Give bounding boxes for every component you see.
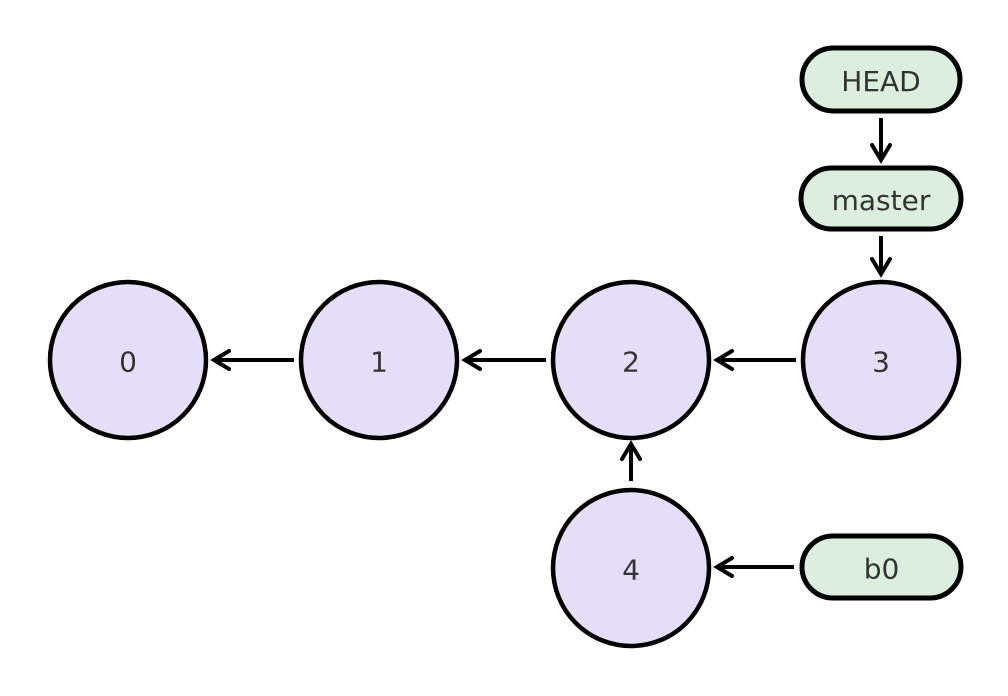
- commit-node-0: 0: [47, 279, 209, 441]
- commit-label: 4: [622, 554, 640, 587]
- commit-node-2: 2: [550, 279, 712, 441]
- commit-node-1: 1: [298, 279, 460, 441]
- commit-label: 0: [119, 346, 137, 379]
- commit-node-3: 3: [800, 279, 962, 441]
- commit-label: 3: [872, 346, 890, 379]
- nodes-layer: 0 1 2 3 4 HEAD master b0: [47, 45, 964, 649]
- commit-label: 1: [370, 346, 388, 379]
- commit-circle: [298, 279, 460, 441]
- ref-pill-shape: [799, 45, 963, 114]
- commit-circle: [800, 279, 962, 441]
- commit-label: 2: [622, 346, 640, 379]
- commit-node-4: 4: [550, 487, 712, 649]
- ref-label: master: [832, 184, 931, 217]
- ref-label: b0: [864, 553, 900, 586]
- ref-pill-shape: [799, 533, 964, 601]
- edges-layer: [210, 118, 892, 578]
- commit-circle: [47, 279, 209, 441]
- ref-pill-shape: [798, 165, 964, 232]
- commit-circle: [550, 487, 712, 649]
- ref-pill-b0: b0: [799, 533, 964, 601]
- ref-pill-master: master: [798, 165, 964, 232]
- commit-circle: [550, 279, 712, 441]
- ref-pill-head: HEAD: [799, 45, 963, 114]
- ref-label: HEAD: [841, 65, 920, 98]
